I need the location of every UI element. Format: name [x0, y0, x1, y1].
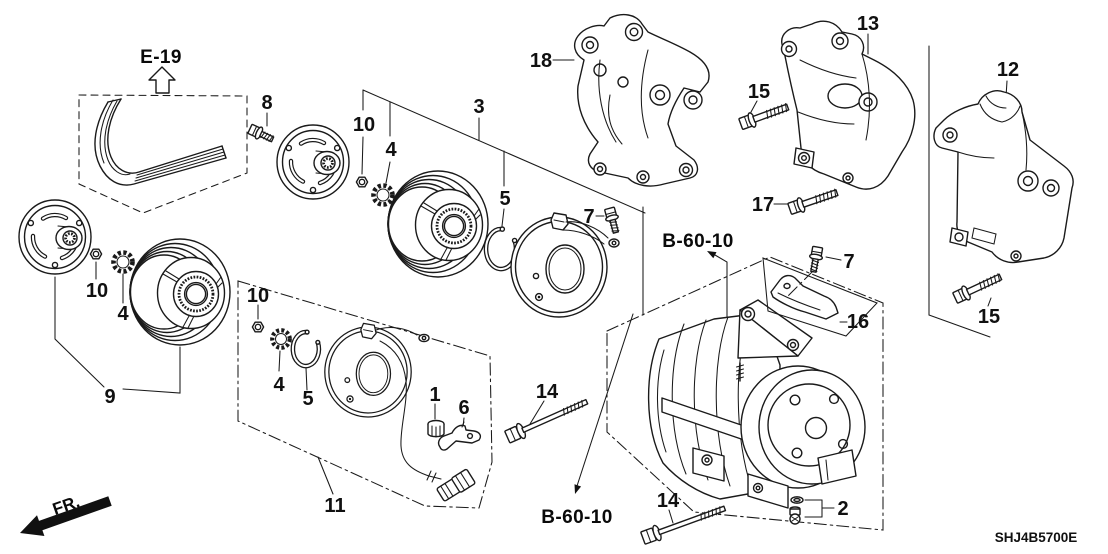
bracket-13-group: 13 15 17 [737, 13, 916, 217]
callout-14-upper: 14 [536, 381, 559, 403]
clutch-set-3-group: 3 10 4 5 7 [277, 89, 646, 318]
tooth-washer [374, 186, 393, 205]
kit-dashdot-box [237, 280, 493, 509]
callout-13: 13 [857, 13, 879, 35]
coil-lead-wire [379, 340, 442, 480]
wire-terminal [418, 333, 430, 343]
callout-15-bracket13: 15 [748, 81, 770, 103]
callout-2: 2 [837, 498, 848, 520]
callout-15-bracket12: 15 [978, 306, 1000, 328]
bolt-14 [639, 500, 729, 547]
callout-5-coil: 5 [302, 388, 313, 410]
callout-4-coil: 4 [273, 374, 285, 396]
compressor-assembly-group: B-60-10 [503, 206, 884, 547]
valve-cap-1 [427, 419, 445, 438]
terminal-bolt-7 [602, 205, 623, 235]
shaft-nut [251, 321, 265, 333]
callout-4-left: 4 [117, 303, 129, 325]
compressor-dashdot-box [606, 256, 884, 531]
callout-9: 9 [104, 386, 115, 408]
shaft-nut [89, 248, 103, 260]
callout-3: 3 [473, 96, 484, 118]
bolt-8 [246, 122, 276, 146]
callout-16: 16 [847, 311, 869, 333]
arrow-icon [574, 484, 582, 494]
compressor-body [647, 299, 866, 509]
callout-18: 18 [530, 50, 552, 72]
subassembly-ref-top: B-60-10 [662, 231, 733, 252]
valve-set-2-group: 2 [789, 496, 849, 525]
arrow-icon [707, 251, 717, 259]
bolt-8-group: 8 [246, 92, 276, 146]
callout-10-mid: 10 [353, 114, 375, 136]
mounting-bracket-13 [780, 20, 916, 190]
callout-14-lower: 14 [657, 490, 680, 512]
group-divider-line [928, 45, 991, 338]
callout-17: 17 [752, 194, 774, 216]
stay-plate-16-group: 16 [762, 257, 878, 337]
callout-7-comp: 7 [843, 251, 854, 273]
pulley [128, 237, 232, 347]
front-arrow-icon [20, 496, 112, 536]
subassembly-ref-bottom: B-60-10 [541, 507, 612, 528]
callout-7-coil: 7 [583, 206, 594, 228]
bracket-12-group: 12 15 [928, 45, 1074, 338]
shaft-nut [355, 176, 369, 188]
wire-clamp-6 [437, 421, 482, 451]
callout-8: 8 [261, 92, 272, 114]
wire-connector [436, 468, 476, 502]
diagram-code: SHJ4B5700E [995, 530, 1078, 545]
callout-4-mid: 4 [385, 139, 397, 161]
belt-dashed-box [78, 94, 248, 214]
clutch-set-9-group: 10 4 9 [19, 200, 232, 408]
clutch-plate [19, 200, 91, 274]
bolt-7 [806, 245, 825, 274]
callout-10-coil: 10 [247, 285, 269, 307]
mounting-bracket-18 [573, 13, 710, 187]
bolt-15 [737, 99, 791, 132]
drive-belt-drawing [94, 98, 227, 186]
callout-10-left: 10 [86, 280, 108, 302]
belt-reference-group: E-19 [78, 47, 248, 214]
callout-5-mid: 5 [499, 188, 510, 210]
pulley [386, 169, 490, 279]
clutch-plate [277, 125, 349, 199]
mounting-bracket-12 [933, 90, 1074, 264]
field-coil [324, 322, 412, 418]
up-arrow-icon [148, 66, 176, 94]
tooth-washer [272, 330, 289, 347]
callout-11: 11 [324, 495, 345, 517]
wire-terminal [608, 238, 620, 248]
front-direction-group: FR. [20, 492, 112, 536]
snap-ring [290, 329, 322, 369]
bracket-18-group: 18 [530, 13, 710, 187]
callout-1: 1 [429, 384, 440, 406]
callout-6: 6 [458, 397, 469, 419]
tooth-washer [114, 253, 133, 272]
callout-12: 12 [997, 59, 1019, 81]
bolt-15 [951, 269, 1005, 306]
coil-kit-11-group: 10 4 5 1 [237, 280, 493, 517]
belt-ref-label: E-19 [140, 47, 182, 68]
field-coil [510, 212, 608, 318]
bolt-17 [786, 184, 841, 217]
